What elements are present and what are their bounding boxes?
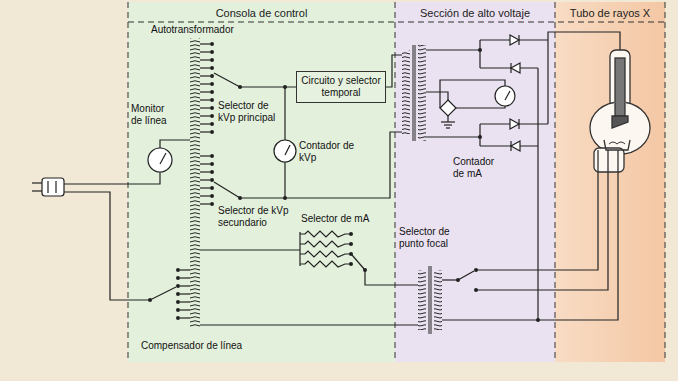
box-label: Circuito y selector temporal [301,75,381,99]
part-label: Compensador de línea [140,340,243,352]
plug [32,178,64,196]
transformer-coils [190,38,442,334]
region-heading: Sección de alto voltaje [395,2,555,20]
region-heading: Tubo de rayos X [555,2,665,20]
meter-label: Contador de mA [452,156,506,180]
console-region: Tubo de rayos X [555,2,665,362]
meter-label: Monitor de línea [130,103,178,127]
region-heading: Consola de control [128,2,395,20]
meter-label: Contador de kVp [298,140,356,164]
region-borders [128,2,665,362]
console-region: Consola de controlCircuito y selector te… [128,2,395,362]
generated-strokes [176,35,520,320]
x-ray-tube [590,50,650,172]
selector-label: Selector de kVp secundario [217,205,293,229]
wires [64,32,620,325]
timer-box: Circuito y selector temporal [296,71,386,103]
selector-label: Selector de punto focal [398,226,464,250]
part-label: Autotransformador [150,24,235,36]
console-region: Sección de alto voltaje [395,2,555,362]
selector-label: Selector de kVp principal [217,100,283,124]
junction-dots [148,48,540,322]
rectifier-bridge [440,100,456,116]
selector-label: Selector de mA [300,213,370,225]
region-fills [128,2,665,362]
